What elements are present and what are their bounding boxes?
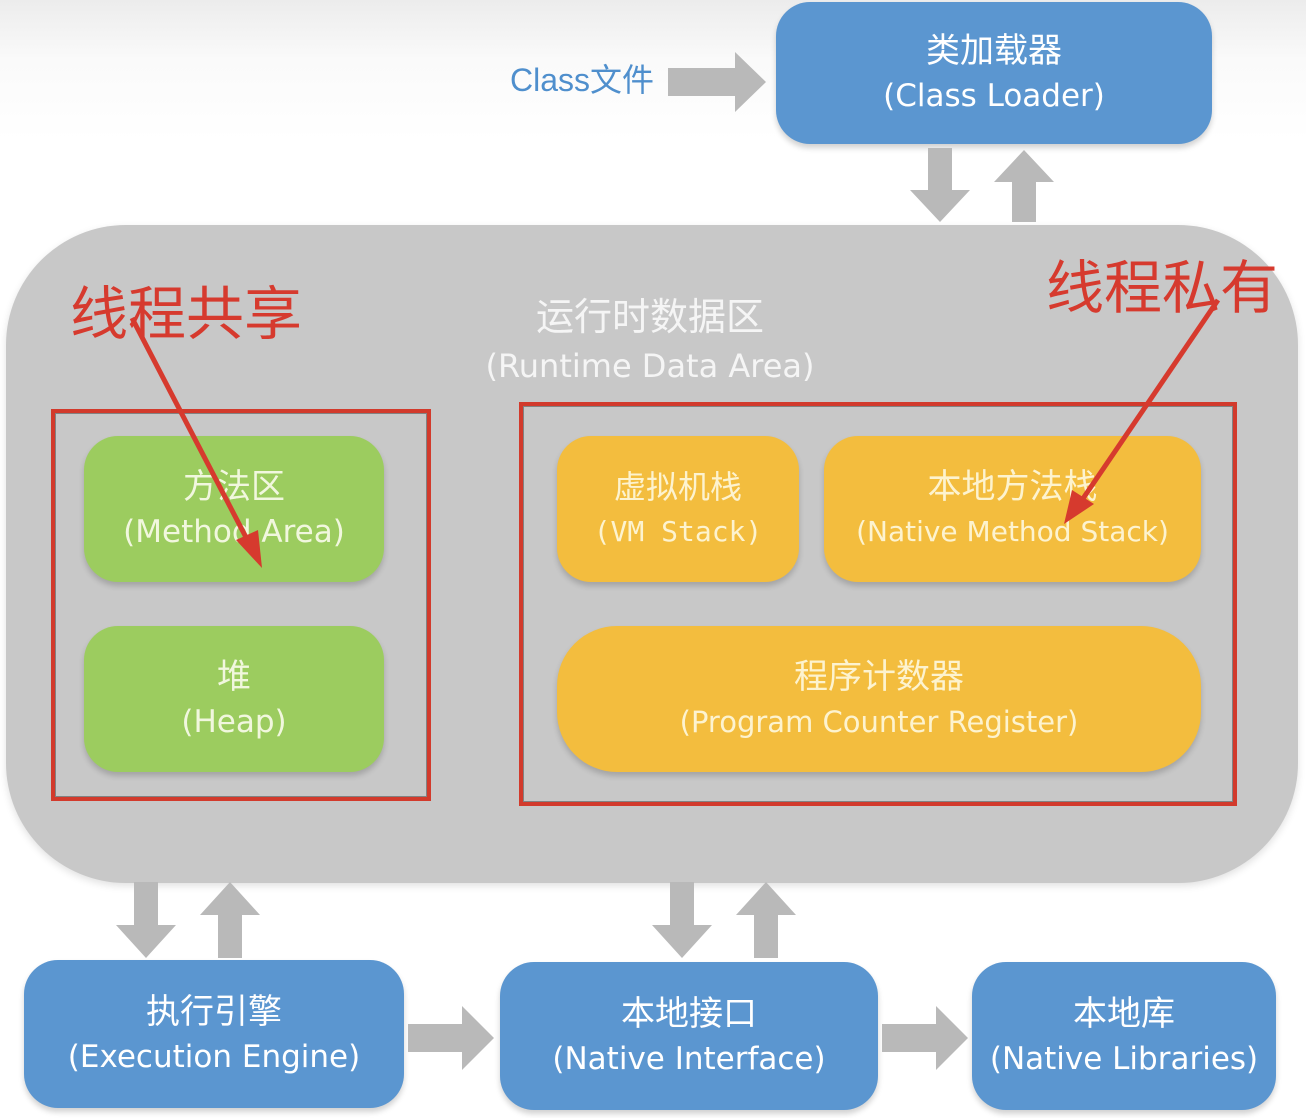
shared-annotation-arrow-line xyxy=(129,316,253,547)
native-libraries-zh: 本地库 xyxy=(1073,995,1175,1033)
program-counter-node: 程序计数器 (Program Counter Register) xyxy=(557,626,1201,772)
arrow-classfile-to-loader xyxy=(668,52,766,112)
private-annotation-arrow-head xyxy=(1064,490,1094,524)
heap-node: 堆 (Heap) xyxy=(84,626,384,772)
runtime-title-en: (Runtime Data Area) xyxy=(485,347,815,385)
runtime-data-area-title: 运行时数据区 (Runtime Data Area) xyxy=(400,292,900,388)
program-counter-zh: 程序计数器 xyxy=(794,658,964,696)
class-file-label: Class文件 xyxy=(510,62,655,98)
method-area-en: (Method Area) xyxy=(123,514,345,550)
arrow-engine-up xyxy=(200,882,260,958)
execution-engine-en: (Execution Engine) xyxy=(67,1039,361,1075)
arrow-interface-up xyxy=(736,882,796,958)
vm-stack-zh: 虚拟机栈 xyxy=(613,468,742,506)
native-method-stack-en: (Native Method Stack) xyxy=(856,515,1169,548)
arrow-interface-to-libraries xyxy=(882,1006,968,1070)
private-annotation-arrow-line xyxy=(1079,298,1221,502)
native-interface-node: 本地接口 (Native Interface) xyxy=(500,962,878,1110)
execution-engine-node: 执行引擎 (Execution Engine) xyxy=(24,960,404,1108)
program-counter-en: (Program Counter Register) xyxy=(679,705,1079,739)
heap-en: (Heap) xyxy=(181,704,287,740)
runtime-title-zh: 运行时数据区 xyxy=(535,297,764,339)
native-method-stack-node: 本地方法栈 (Native Method Stack) xyxy=(824,436,1201,582)
native-interface-en: (Native Interface) xyxy=(552,1041,826,1077)
native-libraries-node: 本地库 (Native Libraries) xyxy=(972,962,1276,1110)
vm-stack-node: 虚拟机栈 (VM Stack) xyxy=(557,436,799,582)
thread-private-frame xyxy=(519,402,1237,806)
arrow-engine-down xyxy=(116,882,176,958)
arrow-loader-up xyxy=(994,150,1054,222)
execution-engine-zh: 执行引擎 xyxy=(146,993,282,1031)
native-libraries-en: (Native Libraries) xyxy=(989,1041,1259,1077)
arrow-loader-down xyxy=(910,148,970,222)
heap-zh: 堆 xyxy=(217,658,251,696)
native-interface-zh: 本地接口 xyxy=(621,995,757,1033)
thread-shared-annotation: 线程共享 xyxy=(70,282,303,347)
vm-stack-en: (VM Stack) xyxy=(593,515,763,548)
arrow-engine-to-interface xyxy=(408,1006,494,1070)
class-loader-zh: 类加载器 xyxy=(926,32,1062,70)
class-loader-node: 类加载器 (Class Loader) xyxy=(776,2,1212,144)
native-method-stack-zh: 本地方法栈 xyxy=(927,468,1098,506)
arrow-interface-down xyxy=(652,882,712,958)
thread-private-annotation: 线程私有 xyxy=(1046,256,1279,321)
method-area-zh: 方法区 xyxy=(183,468,285,506)
thread-shared-frame xyxy=(51,409,431,801)
class-loader-en: (Class Loader) xyxy=(883,78,1105,114)
method-area-node: 方法区 (Method Area) xyxy=(84,436,384,582)
shared-annotation-arrow-head xyxy=(236,530,262,568)
